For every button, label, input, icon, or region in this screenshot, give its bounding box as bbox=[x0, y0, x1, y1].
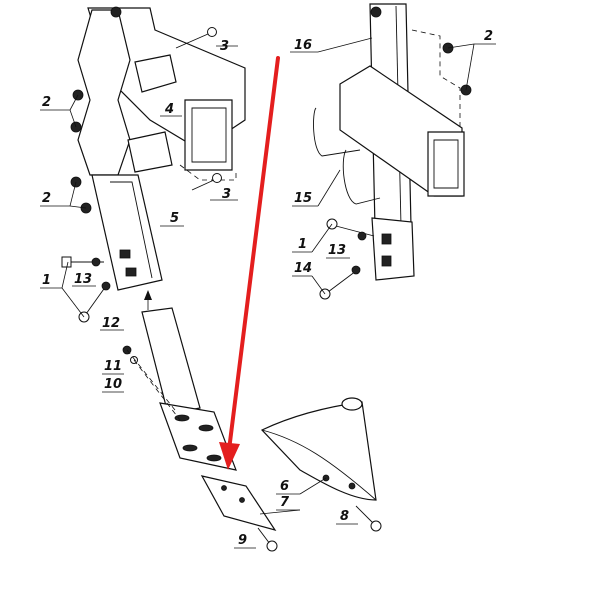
right-tube-inner-face bbox=[433, 139, 459, 189]
callout-13-left: 13 bbox=[74, 272, 92, 287]
leader-lines bbox=[40, 37, 496, 549]
u-bolt-upper bbox=[313, 107, 361, 157]
ploughshare-roll bbox=[341, 397, 363, 411]
tip-slot-4 bbox=[206, 454, 222, 462]
bolt-3-lower bbox=[191, 173, 222, 191]
callout-1-left: 1 bbox=[42, 273, 51, 288]
left-frame-assembly bbox=[61, 6, 246, 471]
shank-holder bbox=[91, 174, 163, 291]
callout-3-top: 3 bbox=[220, 39, 229, 54]
bolt-8 bbox=[355, 505, 382, 532]
nut-top bbox=[110, 6, 122, 18]
plate-hole-1 bbox=[221, 485, 227, 491]
nut-13-right bbox=[357, 231, 367, 241]
callout-16: 16 bbox=[294, 38, 312, 53]
bolt-3-upper bbox=[175, 27, 217, 49]
callout-7: 7 bbox=[280, 495, 290, 510]
bolt-9 bbox=[257, 527, 278, 552]
callout-4: 4 bbox=[164, 102, 174, 117]
holder-slot-2 bbox=[125, 267, 137, 277]
callout-15: 15 bbox=[294, 191, 312, 206]
callout-labels: 3 2 4 2 3 5 1 13 12 11 10 16 2 15 1 13 1… bbox=[42, 29, 493, 548]
tip-slot-3 bbox=[182, 444, 198, 452]
clamp-slot-1 bbox=[381, 233, 392, 245]
right-hidden-edge bbox=[411, 29, 461, 128]
u-bolt-lower bbox=[342, 149, 381, 205]
tip-slot-1 bbox=[174, 414, 190, 422]
callout-3-bottom: 3 bbox=[222, 187, 231, 202]
callout-2-left-lower: 2 bbox=[42, 191, 51, 206]
bolt-14-right bbox=[319, 265, 361, 300]
callout-1-right: 1 bbox=[298, 237, 307, 252]
callout-5: 5 bbox=[170, 211, 179, 226]
clamp-slot-2 bbox=[381, 255, 392, 267]
red-arrow-head bbox=[219, 442, 240, 470]
shank-tip-plate bbox=[159, 402, 237, 471]
clamp-plate bbox=[371, 217, 415, 281]
red-arrow-shaft bbox=[227, 56, 280, 452]
wear-plate bbox=[200, 475, 277, 532]
red-indicator-arrow bbox=[219, 56, 280, 470]
bracket-plate-lower bbox=[127, 131, 173, 173]
callout-2-left-upper: 2 bbox=[42, 95, 51, 110]
callout-8: 8 bbox=[340, 509, 349, 524]
callout-10: 10 bbox=[104, 377, 122, 392]
right-tube-end-face bbox=[427, 131, 465, 197]
shank-insertion-arrowhead bbox=[144, 290, 152, 300]
bolt-1-left bbox=[61, 256, 104, 268]
callout-11: 11 bbox=[104, 359, 122, 374]
callout-14: 14 bbox=[294, 261, 312, 276]
callout-9: 9 bbox=[238, 533, 247, 548]
ploughshare bbox=[260, 401, 377, 501]
assembly-line-10 bbox=[133, 359, 181, 421]
right-frame-assembly bbox=[313, 3, 472, 300]
shank bbox=[141, 307, 201, 415]
left-tube-hidden-edge bbox=[179, 164, 237, 181]
assembly-line-11 bbox=[126, 349, 176, 411]
plate-hole-2 bbox=[239, 497, 245, 503]
bolt-1-right bbox=[326, 218, 375, 237]
bracket-plate-upper bbox=[134, 54, 177, 93]
share-hole-1 bbox=[348, 482, 356, 490]
nut-right-top bbox=[370, 6, 382, 18]
tip-slot-2 bbox=[198, 424, 214, 432]
left-tube-inner-face bbox=[191, 107, 227, 163]
callout-13-right: 13 bbox=[328, 243, 346, 258]
callout-2-right: 2 bbox=[484, 29, 493, 44]
holder-slot-1 bbox=[119, 249, 131, 259]
callout-12: 12 bbox=[102, 316, 120, 331]
shank-holder-edge bbox=[110, 181, 153, 279]
left-tube-end-face bbox=[184, 99, 233, 171]
lower-parts bbox=[200, 397, 382, 552]
callout-6: 6 bbox=[280, 479, 289, 494]
ploughshare-edge bbox=[261, 429, 377, 501]
